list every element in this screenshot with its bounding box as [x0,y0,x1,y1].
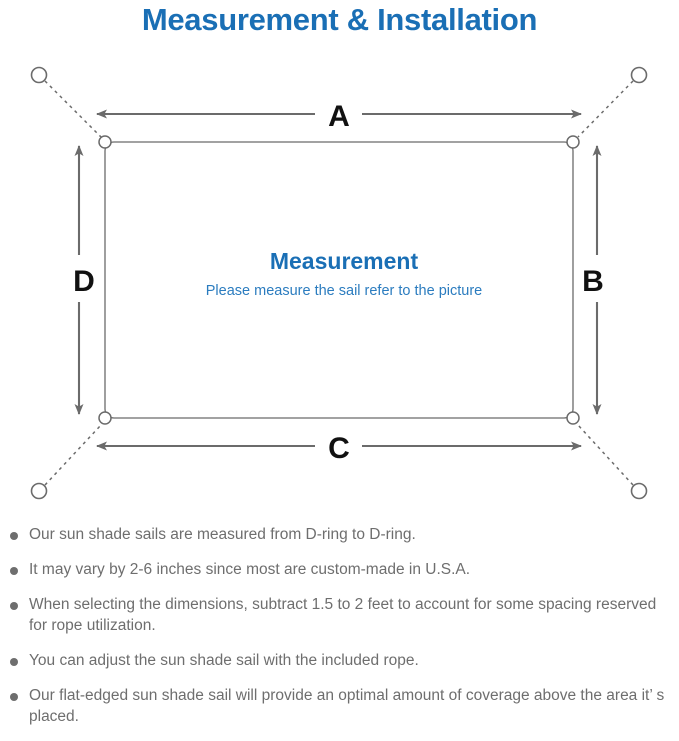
list-item-text: You can adjust the sun shade sail with t… [29,652,419,669]
rope-lines [44,80,634,486]
rope-bottom-right [577,424,634,486]
d-ring-top-right [566,135,580,149]
list-item: It may vary by 2-6 inches since most are… [0,559,679,580]
measurement-diagram: A C D B Measurement Please measure the s… [0,48,679,518]
anchor-ring-bottom-left [30,482,48,500]
center-heading: Measurement [270,248,419,274]
d-rings [98,135,580,425]
list-item-text: Our sun shade sails are measured from D-… [29,526,416,543]
anchor-ring-top-left [30,66,48,84]
bullet-icon [10,693,18,701]
anchor-rings [30,66,648,500]
rope-top-right [577,80,634,138]
bullet-icon [10,567,18,575]
bullet-icon [10,602,18,610]
bullet-icon [10,532,18,540]
page-title: Measurement & Installation [141,2,538,37]
list-item: You can adjust the sun shade sail with t… [0,650,679,671]
anchor-ring-bottom-right [630,482,648,500]
sail-shape [104,141,574,419]
list-item: Our sun shade sails are measured from D-… [0,524,679,545]
dimension-label-d: D [73,265,95,298]
dimension-label-c: C [328,432,350,465]
dimension-label-b: B [582,265,604,298]
dimension-label-a: A [328,100,350,133]
list-item-text: It may vary by 2-6 inches since most are… [29,561,471,578]
list-item: Our flat-edged sun shade sail will provi… [0,685,679,727]
bullet-icon [10,658,18,666]
list-item-text: When selecting the dimensions, subtract … [29,596,657,634]
d-ring-bottom-left [98,411,112,425]
notes-list: Our sun shade sails are measured from D-… [0,524,679,741]
list-item-text: Our flat-edged sun shade sail will provi… [29,687,665,725]
list-item: When selecting the dimensions, subtract … [0,594,679,636]
d-ring-top-left [98,135,112,149]
d-ring-bottom-right [566,411,580,425]
center-subheading: Please measure the sail refer to the pic… [206,283,482,299]
rope-top-left [44,80,102,138]
rope-bottom-left [44,424,102,486]
anchor-ring-top-right [630,66,648,84]
